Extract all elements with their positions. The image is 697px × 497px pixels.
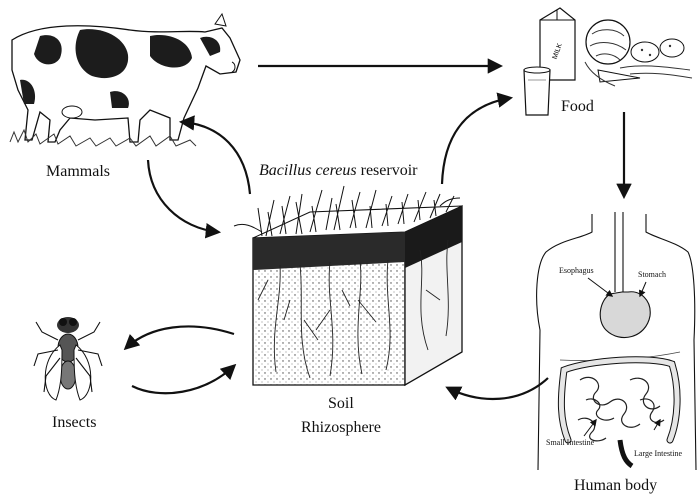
arrow-reservoir-to-mammals [182,122,250,194]
label-small-intestine: Small Intestine [546,438,594,447]
label-reservoir-suffix: reservoir [357,162,418,179]
label-human-body: Human body [574,477,657,495]
soil-block-illustration [234,186,462,385]
label-stomach: Stomach [638,270,666,279]
label-mammals: Mammals [46,163,110,181]
label-reservoir: Bacillus cereus reservoir [259,162,417,180]
food-illustration: MILK [524,8,692,115]
arrow-insects-to-soil [132,366,234,393]
fly-illustration [34,317,102,400]
label-large-intestine: Large Intestine [634,449,682,458]
human-digestive-illustration [537,212,696,470]
arrow-soil-to-insects [126,326,234,348]
vegetables [585,20,692,86]
arrow-human-to-soil [448,378,548,399]
arrow-reservoir-to-food [442,98,510,184]
milk-glass [524,67,550,115]
label-rhizosphere: Rhizosphere [301,419,381,437]
label-food: Food [561,98,594,116]
label-esophagus: Esophagus [559,266,594,275]
label-reservoir-species: Bacillus cereus [259,162,357,179]
label-soil: Soil [328,395,354,413]
label-insects: Insects [52,414,96,432]
arrow-mammals-to-soil [148,160,218,232]
